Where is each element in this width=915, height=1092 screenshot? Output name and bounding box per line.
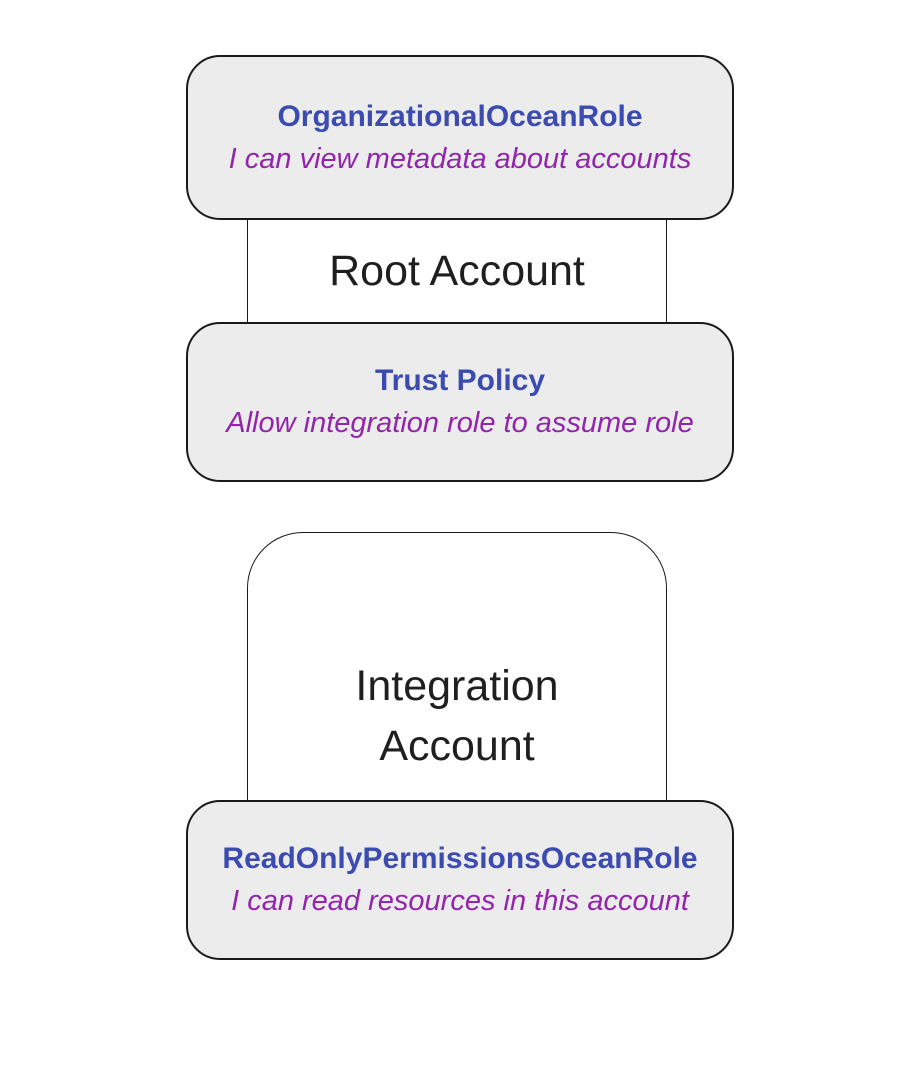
trust-policy-node: Trust Policy Allow integration role to a… (186, 322, 734, 482)
read-only-permissions-ocean-role-node: ReadOnlyPermissionsOceanRole I can read … (186, 800, 734, 960)
root-account-label: Root Account (329, 247, 585, 295)
integration-account-label: Integration Account (355, 662, 559, 770)
organizational-ocean-role-title: OrganizationalOceanRole (277, 99, 643, 133)
trust-policy-title: Trust Policy (374, 364, 546, 397)
read-only-permissions-ocean-role-description: I can read resources in this account (231, 885, 689, 917)
organizational-ocean-role-node: OrganizationalOceanRole I can view metad… (186, 55, 734, 220)
organizational-ocean-role-description: I can view metadata about accounts (228, 142, 692, 175)
trust-policy-description: Allow integration role to assume role (226, 407, 694, 439)
read-only-permissions-ocean-role-title: ReadOnlyPermissionsOceanRole (222, 842, 698, 875)
